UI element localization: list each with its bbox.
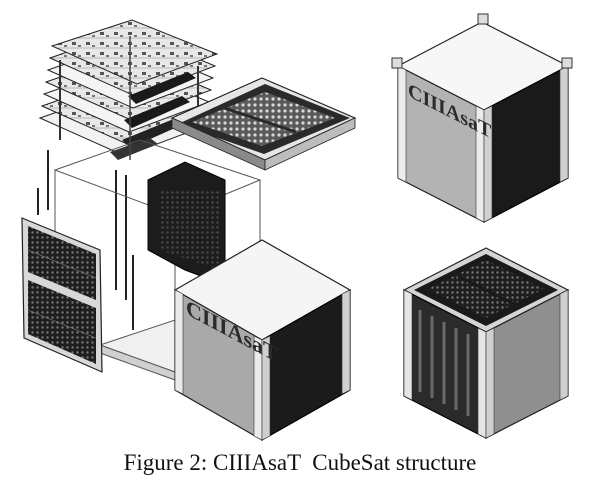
closed-cube-front: CIIIAsaT [173, 239, 352, 442]
pcb-stack [38, 19, 219, 160]
screws [37, 150, 211, 330]
side-panel-center [147, 161, 226, 286]
exploded-assembly: CIIIAsaT [21, 19, 357, 442]
top-lid [170, 77, 357, 171]
assembled-cube-mesh [402, 247, 570, 439]
assembled-cube-top: CIIIAsaT [391, 13, 573, 223]
figure-caption: Figure 2: CIIIAsaT CubeSat structure [123, 450, 477, 475]
solar-panel-left [21, 217, 103, 373]
